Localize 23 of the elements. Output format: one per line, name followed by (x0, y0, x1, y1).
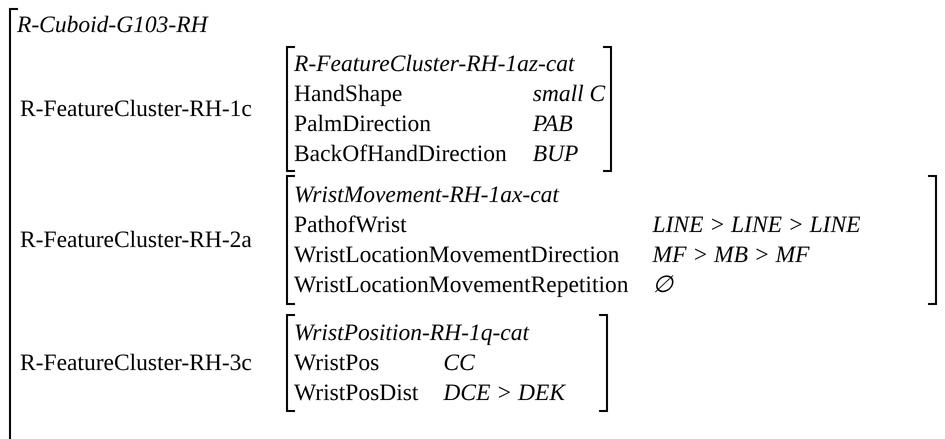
type-label: R-FeatureCluster-RH-1az-cat (294, 50, 576, 79)
attribute-value: ∅ (652, 271, 674, 300)
attribute-name: PathofWrist (294, 211, 408, 240)
type-label: WristPosition-RH-1q-cat (294, 319, 530, 348)
attribute-value: BUP (532, 140, 580, 169)
attribute-value: DCE > DEK (443, 379, 566, 408)
attribute-value: MF > MB > MF (652, 241, 811, 270)
attribute-name: BackOfHandDirection (294, 140, 507, 169)
attribute-value: PAB (532, 110, 574, 139)
attribute-name: WristLocationMovementDirection (294, 241, 620, 270)
attribute-value: LINE > LINE > LINE (652, 211, 861, 240)
attribute-value: CC (443, 349, 476, 378)
attribute-name: WristPos (294, 349, 380, 378)
attribute-name: PalmDirection (294, 110, 432, 139)
attribute-value: small C (532, 80, 606, 109)
attribute-name: R-FeatureCluster-RH-2a (20, 226, 252, 255)
attribute-name: WristLocationMovementRepetition (294, 271, 629, 300)
type-label: R-Cuboid-G103-RH (17, 11, 208, 40)
attribute-name: HandShape (294, 80, 404, 109)
attribute-name: R-FeatureCluster-RH-1c (20, 95, 252, 124)
attribute-name: WristPosDist (294, 379, 418, 408)
attribute-name: R-FeatureCluster-RH-3c (20, 349, 252, 378)
type-label: WristMovement-RH-1ax-cat (294, 181, 560, 210)
